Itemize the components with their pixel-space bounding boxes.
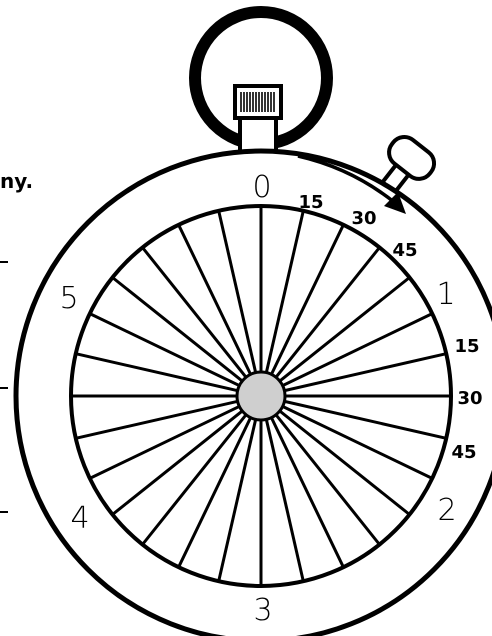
major-label-3: 3 xyxy=(253,593,272,628)
center-hub xyxy=(237,372,285,420)
minor-label-15: 15 xyxy=(298,192,323,213)
major-label-2: 2 xyxy=(437,493,456,528)
major-label-1: 1 xyxy=(436,277,455,312)
minor-label-30: 30 xyxy=(457,388,482,409)
minor-label-45: 45 xyxy=(392,240,417,261)
crown-icon xyxy=(235,86,281,152)
major-label-5: 5 xyxy=(59,281,78,316)
minor-label-45: 45 xyxy=(451,442,476,463)
major-label-4: 4 xyxy=(70,501,89,536)
minor-label-15: 15 xyxy=(454,336,479,357)
edge-text: ny. xyxy=(0,169,33,193)
major-label-0: 0 xyxy=(252,170,271,205)
minor-label-30: 30 xyxy=(351,208,376,229)
